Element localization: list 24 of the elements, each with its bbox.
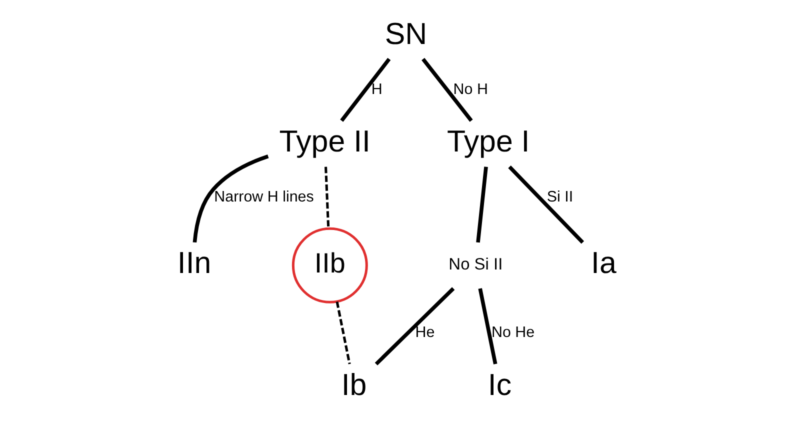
connector xyxy=(324,166,330,228)
edge-label: No H xyxy=(453,80,488,98)
node-text: Ia xyxy=(591,246,616,280)
connector xyxy=(508,166,584,244)
connector xyxy=(340,58,391,122)
node-text: Type I xyxy=(446,124,530,159)
connector xyxy=(192,154,269,243)
edge-label: H xyxy=(371,80,382,98)
edge-label: No He xyxy=(492,324,535,342)
node-text: No Si II xyxy=(448,256,503,274)
connector xyxy=(336,301,351,364)
node-circle: IIb xyxy=(292,227,368,304)
node-text: SN xyxy=(384,16,428,51)
connector xyxy=(476,166,488,243)
edge-label: Si II xyxy=(546,188,574,206)
node-text: IIn xyxy=(177,246,212,280)
connector xyxy=(478,288,498,364)
connector xyxy=(422,58,473,122)
edge-label: Narrow H lines xyxy=(214,188,314,206)
node-text: Ib xyxy=(341,368,367,402)
connector xyxy=(374,287,455,366)
node-text: Type II xyxy=(279,124,370,159)
node-text: Ic xyxy=(488,368,512,402)
edge-label: He xyxy=(415,324,435,342)
